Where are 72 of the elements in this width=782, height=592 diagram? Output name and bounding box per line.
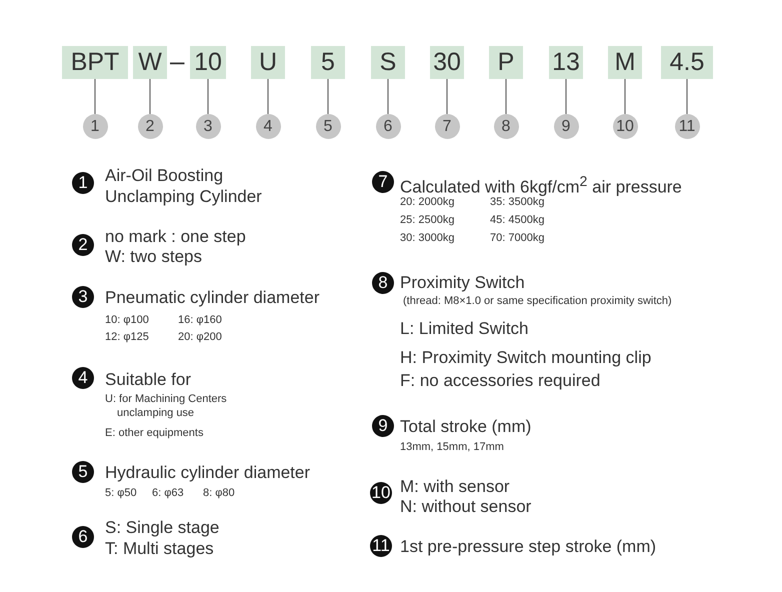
leader-line — [624, 78, 626, 114]
option-value: 6: φ63 — [152, 486, 184, 500]
separator-dash: – — [170, 46, 184, 76]
option-value: 45: 4500kg — [490, 213, 544, 227]
option-value: 30: 3000kg — [400, 231, 454, 245]
callout-number: 4 — [72, 367, 94, 389]
item-description: Hydraulic cylinder diameter — [105, 462, 310, 483]
option-value: 12: φ125 — [105, 330, 149, 344]
callout-circle: 7 — [434, 114, 460, 139]
code-box: 13 — [549, 46, 583, 79]
option-value: 5: φ50 — [105, 486, 137, 500]
callout-circle: 4 — [256, 114, 280, 139]
option-value: 20: φ200 — [178, 330, 222, 344]
item-description: Proximity Switch — [400, 272, 525, 293]
option-value: U: for Machining Centers unclamping use — [105, 392, 228, 420]
callout-number: 7 — [372, 171, 394, 193]
code-box: BPT — [62, 46, 128, 79]
callout-number: 2 — [72, 234, 94, 256]
leader-line — [446, 78, 448, 114]
callout-number: 1 — [72, 172, 94, 194]
callout-number: 5 — [72, 461, 94, 483]
callout-number: 10 — [370, 482, 392, 504]
code-box: U — [251, 46, 285, 79]
code-box: S — [371, 46, 405, 79]
item-description: Suitable for — [105, 369, 191, 390]
code-box: W — [133, 46, 167, 79]
code-box: 5 — [311, 46, 345, 79]
item-description: T: Multi stages — [105, 538, 214, 559]
leader-line — [94, 78, 96, 114]
item-description: S: Single stage — [105, 517, 220, 538]
code-box: M — [608, 46, 642, 79]
item-description: Calculated with 6kgf/cm$^{2}$ air pressure — [400, 173, 682, 197]
item-description: Total stroke (mm) — [400, 416, 532, 437]
callout-circle: 2 — [138, 114, 162, 139]
callout-number: 6 — [72, 526, 94, 548]
callout-circle: 8 — [494, 114, 518, 139]
option-value: 8: φ80 — [203, 486, 235, 500]
item-description: H: Proximity Switch mounting clip — [400, 347, 652, 368]
callout-circle: 6 — [376, 114, 400, 139]
callout-number: 8 — [372, 272, 394, 294]
callout-circle: 5 — [316, 114, 340, 139]
option-value: 70: 7000kg — [490, 231, 544, 245]
note-text: (thread: M8×1.0 or same specification proximity switch) — [403, 294, 673, 308]
item-description: F: no accessories required — [400, 370, 600, 391]
item-description: 1st pre-pressure step stroke (mm) — [400, 536, 656, 557]
callout-circle: 10 — [612, 114, 638, 139]
option-value: 13mm, 15mm, 17mm — [400, 440, 504, 454]
callout-circle: 3 — [196, 114, 220, 139]
item-description: M: with sensor — [400, 476, 510, 497]
item-description: Pneumatic cylinder diameter — [105, 287, 320, 308]
item-description: no mark : one step — [105, 226, 246, 247]
callout-number: 9 — [372, 415, 394, 437]
option-value: E: other equipments — [105, 426, 204, 440]
item-description: W: two steps — [105, 246, 202, 267]
option-value: 20: 2000kg — [400, 195, 454, 209]
callout-number: 11 — [370, 535, 392, 557]
option-value: 10: φ100 — [105, 313, 149, 327]
option-value: 25: 2500kg — [400, 213, 454, 227]
leader-line — [686, 78, 688, 114]
item-description: N: without sensor — [400, 496, 532, 517]
callout-circle: 9 — [554, 114, 578, 139]
callout-circle: 11 — [674, 114, 700, 139]
option-value: 16: φ160 — [178, 313, 222, 327]
item-description: Air-Oil Boosting Unclamping Cylinder — [105, 165, 263, 207]
option-value: 35: 3500kg — [490, 196, 544, 209]
code-box: 30 — [430, 46, 464, 79]
code-box: P — [489, 46, 523, 79]
item-description: L: Limited Switch — [400, 318, 528, 339]
callout-circle: 1 — [82, 114, 108, 139]
callout-number: 3 — [72, 286, 94, 308]
code-box: 4.5 — [661, 46, 713, 79]
code-box: 10 — [190, 46, 226, 79]
